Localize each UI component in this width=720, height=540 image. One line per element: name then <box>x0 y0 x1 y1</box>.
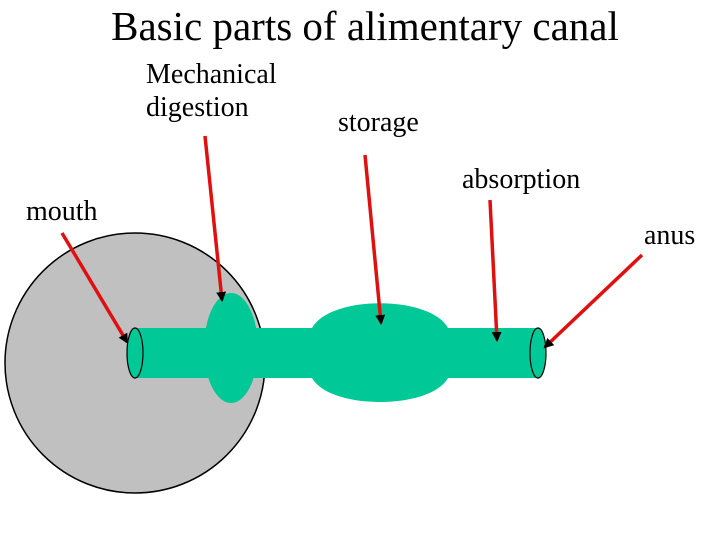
label-absorption: absorption <box>462 164 581 195</box>
label-storage: storage <box>338 107 419 138</box>
storage-arrow <box>363 154 386 325</box>
mechanical-digestion-arrow <box>203 135 227 302</box>
label-mechanical-digestion-line2: digestion <box>146 92 249 123</box>
label-anus: anus <box>644 220 696 251</box>
label-mouth: mouth <box>26 196 98 227</box>
mechanical-digestion-bulge <box>204 293 258 403</box>
mouth-opening <box>126 327 144 379</box>
mouth-arrow <box>60 232 129 344</box>
absorption-arrow <box>488 199 502 342</box>
storage-bulge <box>312 303 448 402</box>
anus-opening <box>529 327 547 379</box>
label-mechanical-digestion-line1: Mechanical <box>146 59 277 90</box>
page-title: Basic parts of alimentary canal <box>111 3 619 49</box>
anus-arrow <box>543 253 644 349</box>
